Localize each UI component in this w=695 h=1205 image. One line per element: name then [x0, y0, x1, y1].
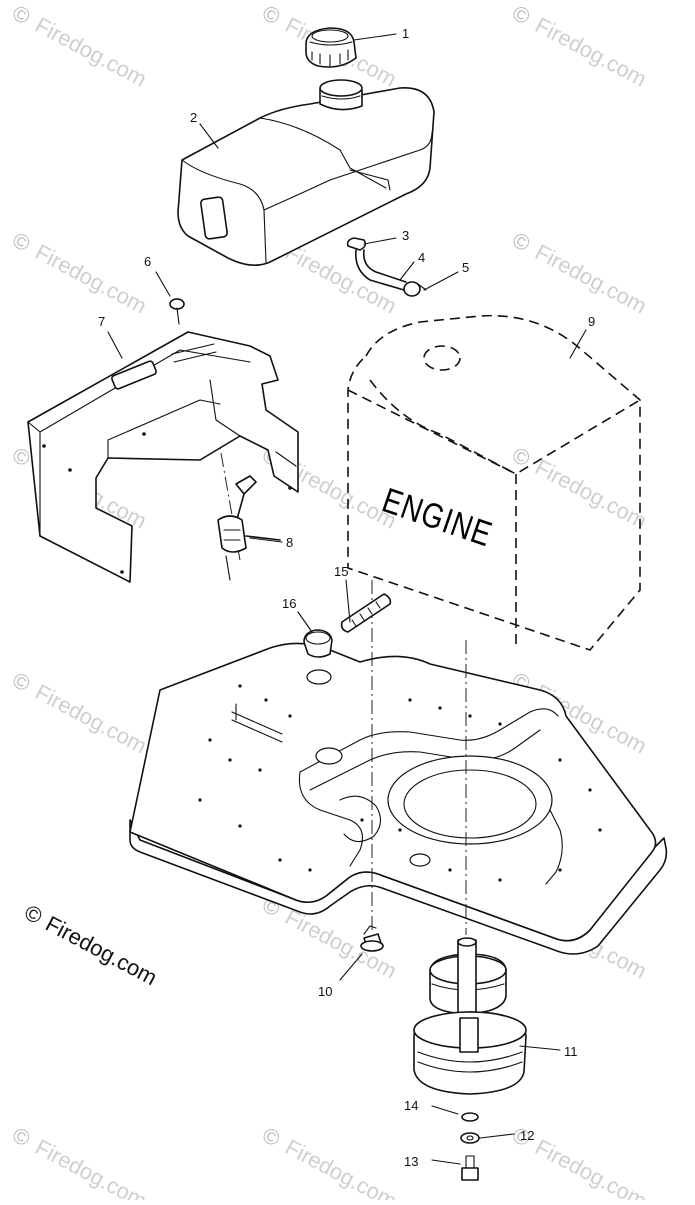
fuel-line — [346, 237, 427, 297]
screw-part-6 — [169, 298, 185, 325]
callout-13: 13 — [404, 1154, 418, 1169]
svg-text:Firedog.com: Firedog.com — [531, 454, 651, 533]
svg-text:Firedog.com: Firedog.com — [281, 239, 401, 318]
watermark: ©Firedog.com — [8, 667, 151, 759]
svg-text:Firedog.com: Firedog.com — [31, 239, 151, 318]
svg-text:©: © — [508, 227, 534, 257]
firedog-logo: © Firedog.com — [20, 900, 161, 991]
callout-labels: 1 2 3 4 5 6 7 8 9 10 11 12 13 14 15 16 — [98, 26, 595, 1169]
callout-9: 9 — [588, 314, 595, 329]
callout-7: 7 — [98, 314, 105, 329]
callout-10: 10 — [318, 984, 332, 999]
svg-text:©: © — [8, 1122, 34, 1152]
watermark: ©Firedog.com — [258, 1122, 401, 1205]
callout-11: 11 — [564, 1044, 578, 1059]
plate-hole — [315, 747, 343, 765]
pulley-opening-inner — [403, 769, 537, 839]
callout-2: 2 — [190, 110, 197, 125]
svg-text:Firedog.com: Firedog.com — [531, 239, 651, 318]
svg-text:©: © — [8, 0, 34, 30]
washer-part-14 — [461, 1112, 479, 1122]
svg-text:Firedog.com: Firedog.com — [281, 454, 401, 533]
washer-part-12 — [460, 1132, 480, 1144]
hardware-stack — [460, 1112, 480, 1181]
svg-text:©: © — [8, 667, 34, 697]
callout-4: 4 — [418, 250, 425, 265]
callout-16: 16 — [282, 596, 296, 611]
callout-14: 14 — [404, 1098, 418, 1113]
leader-lines — [107, 33, 587, 1165]
bolt-part-13 — [461, 1167, 479, 1181]
callout-6: 6 — [144, 254, 151, 269]
svg-text:Firedog.com: Firedog.com — [31, 12, 151, 91]
plate-hole — [409, 853, 431, 867]
svg-text:©: © — [258, 0, 284, 30]
stud-part-15 — [340, 593, 392, 633]
watermark: ©Firedog.com — [8, 227, 151, 319]
callout-3: 3 — [402, 228, 409, 243]
svg-text:Firedog.com: Firedog.com — [281, 1134, 401, 1200]
plate-ridge-inner — [309, 729, 541, 791]
plate-decal — [231, 703, 283, 743]
pulley-opening — [387, 755, 553, 845]
callout-12: 12 — [520, 1128, 534, 1143]
bushing-part-16 — [303, 629, 333, 658]
callout-15: 15 — [334, 564, 348, 579]
copyright-symbol: © — [20, 900, 46, 930]
plate-hole — [306, 669, 332, 685]
svg-text:©: © — [508, 442, 534, 472]
engine-shield-bracket — [27, 331, 299, 583]
fuel-tank — [177, 79, 435, 266]
watermark: ©Firedog.com — [508, 0, 651, 92]
watermark: ©Firedog.com — [508, 227, 651, 319]
engine-block — [347, 314, 641, 651]
svg-text:Firedog.com: Firedog.com — [531, 1134, 651, 1200]
watermark: ©Firedog.com — [8, 0, 151, 92]
svg-text:Firedog.com: Firedog.com — [531, 12, 651, 91]
plate-recess — [339, 795, 382, 843]
engine-label: ENGINE — [377, 480, 497, 554]
plate-ridge — [299, 708, 559, 773]
pulley-assembly — [413, 937, 527, 1095]
frame-plate — [129, 642, 668, 955]
svg-text:©: © — [258, 1122, 284, 1152]
svg-text:©: © — [508, 0, 534, 30]
callout-5: 5 — [462, 260, 469, 275]
watermark: ©Firedog.com — [508, 442, 651, 534]
callout-1: 1 — [402, 26, 409, 41]
svg-text:Firedog.com: Firedog.com — [31, 679, 151, 758]
fuel-cap — [305, 27, 357, 68]
logo-text: Firedog.com — [42, 911, 162, 990]
svg-text:Firedog.com: Firedog.com — [31, 1134, 151, 1200]
throttle-control — [217, 475, 281, 581]
svg-text:©: © — [8, 227, 34, 257]
watermark: ©Firedog.com — [8, 1122, 151, 1205]
callout-8: 8 — [286, 535, 293, 550]
bolt-part-10 — [360, 925, 384, 952]
